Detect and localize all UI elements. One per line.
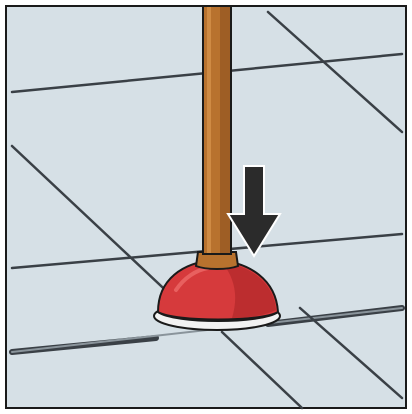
plunger-handle-highlight bbox=[207, 7, 211, 253]
